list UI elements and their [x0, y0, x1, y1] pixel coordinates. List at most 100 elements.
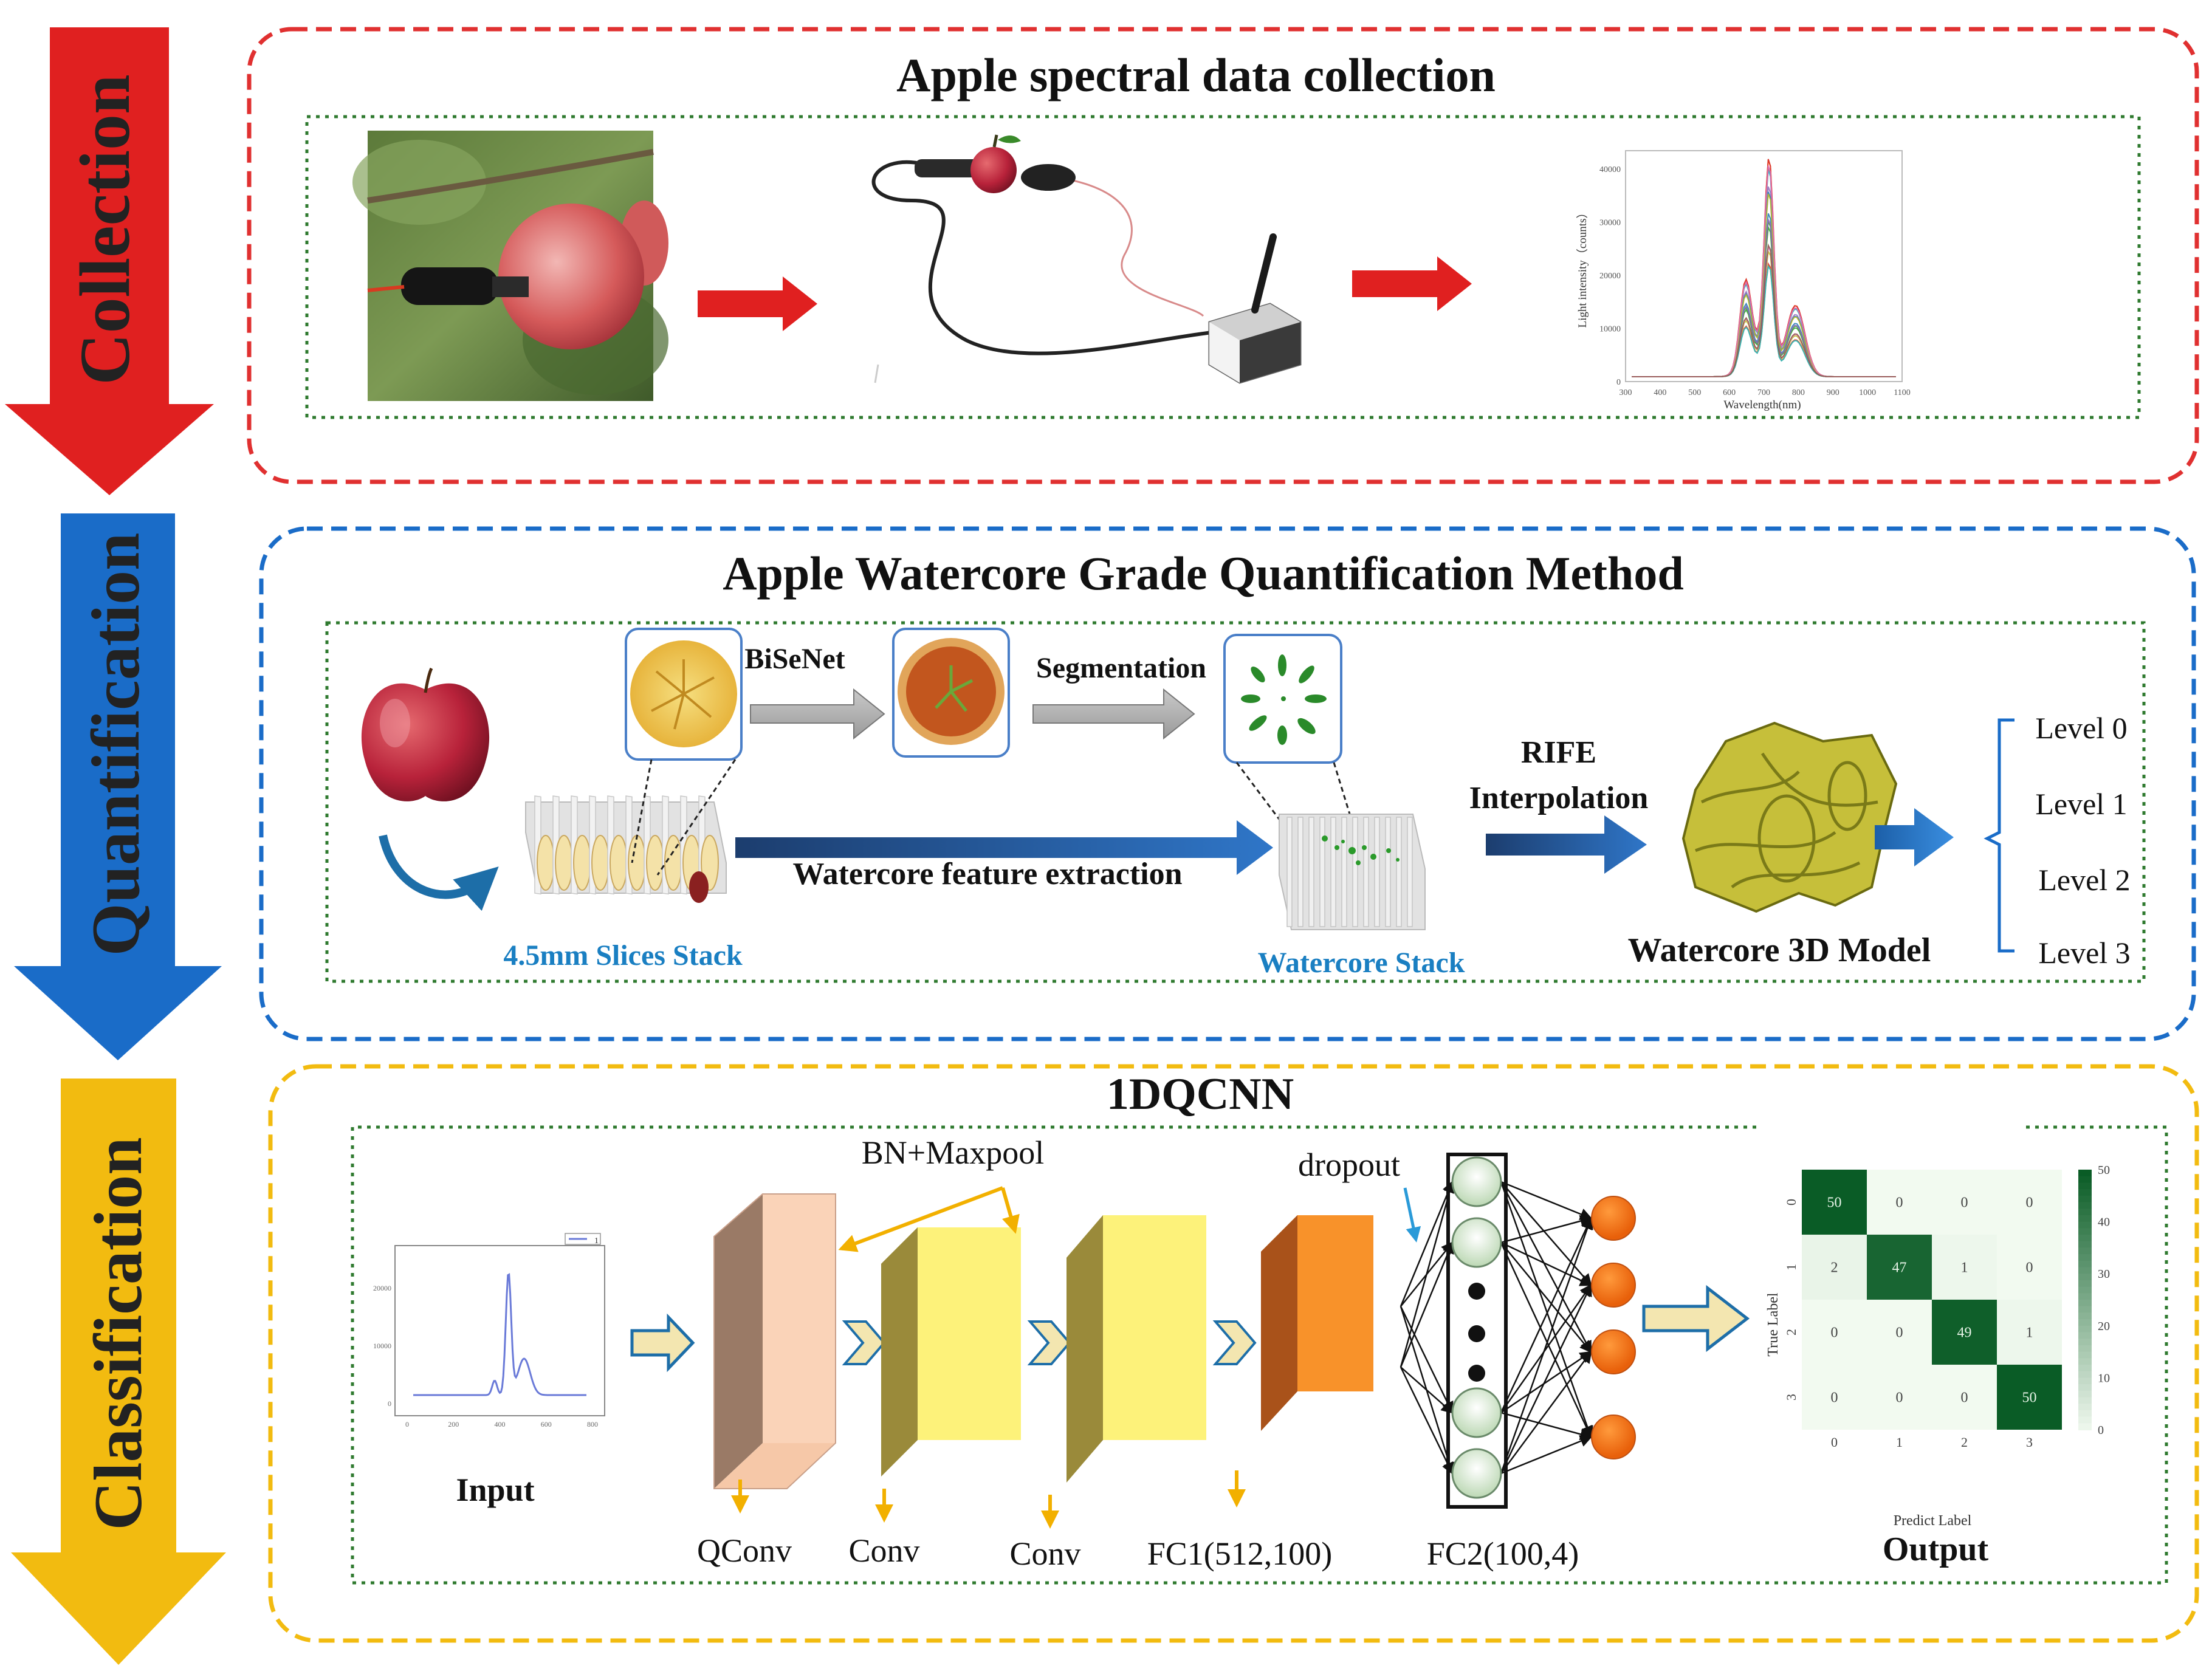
cm-cell	[1802, 1235, 1867, 1300]
slices-stack	[525, 795, 727, 903]
colorbar-tick: 10	[2098, 1371, 2110, 1385]
colorbar-tick: 50	[2098, 1164, 2110, 1177]
cm-value: 50	[2022, 1390, 2037, 1406]
colorbar-band	[2078, 1260, 2092, 1268]
apple-slice	[555, 835, 573, 891]
colorbar-tick: 30	[2098, 1267, 2110, 1281]
collection-stage-arrow: Collection	[5, 27, 214, 495]
watercore-plate	[1407, 817, 1413, 927]
fc2-network	[1400, 1153, 1636, 1509]
apple-slice	[610, 835, 628, 891]
colorbar-band	[2078, 1325, 2092, 1333]
orchard-apple-photo	[352, 131, 668, 401]
levels-brace	[1984, 718, 2014, 953]
bisenet-arrow	[750, 688, 885, 740]
layer-conv-1-label: Conv	[848, 1532, 919, 1569]
colorbar-band	[2078, 1371, 2092, 1379]
quantification-stage-arrow: Quantification	[14, 513, 222, 1060]
collection-arrow-1	[698, 276, 817, 331]
apple-slice	[646, 835, 664, 891]
input-arrow	[630, 1313, 695, 1373]
cm-col-label: 2	[1961, 1435, 1968, 1450]
colorbar-band	[2078, 1274, 2092, 1281]
spectrum-xtick: 700	[1757, 388, 1770, 397]
fc2-input-edge	[1400, 1306, 1454, 1415]
cm-cell	[1932, 1365, 1997, 1430]
watercore-plate	[1396, 817, 1402, 927]
level-1-label: Level 1	[2035, 787, 2127, 821]
level-3-label: Level 3	[2038, 936, 2130, 970]
cm-cell	[1802, 1170, 1867, 1235]
colorbar-band	[2078, 1170, 2092, 1177]
colorbar-tick: 40	[2098, 1216, 2110, 1229]
cm-row-label: 3	[1784, 1394, 1799, 1401]
cm-value: 0	[1961, 1390, 1968, 1406]
cm-col-label: 0	[1831, 1435, 1838, 1450]
input-ytick: 20000	[373, 1284, 391, 1292]
spectrum-xtick: 1100	[1894, 388, 1910, 397]
colorbar-band	[2078, 1390, 2092, 1398]
colorbar-band	[2078, 1358, 2092, 1365]
layer-qconv-label: QConv	[697, 1532, 792, 1569]
fc2-edge	[1500, 1216, 1593, 1474]
spectrum-ytick: 10000	[1599, 325, 1621, 334]
input-ytick: 10000	[373, 1342, 391, 1350]
fc2-edge	[1500, 1242, 1592, 1353]
level-0-label: Level 0	[2035, 711, 2127, 745]
collection-stage-label: Collection	[65, 74, 145, 385]
chevron-1	[842, 1320, 886, 1365]
layer-fc2-label: FC2(100,4)	[1427, 1535, 1579, 1572]
segmented-slice-image	[892, 628, 1010, 758]
fc2-edge	[1500, 1181, 1593, 1439]
spectrum-xtick: 600	[1723, 388, 1736, 397]
watercore-stack-label: Watercore Stack	[1258, 947, 1465, 979]
dropout-label: dropout	[1298, 1147, 1400, 1183]
output-node	[1591, 1196, 1636, 1241]
ellipsis-dot	[1468, 1283, 1485, 1300]
cm-value: 0	[2026, 1260, 2033, 1276]
spectrum-xtick: 900	[1827, 388, 1839, 397]
colorbar-band	[2078, 1254, 2092, 1261]
colorbar-band	[2078, 1306, 2092, 1314]
colorbar-band	[2078, 1235, 2092, 1242]
watercore-plate	[1352, 817, 1358, 927]
apple-slice-image	[625, 628, 743, 761]
fc1-block	[1261, 1215, 1373, 1431]
cm-row-label: 0	[1784, 1199, 1799, 1205]
whole-apple	[361, 667, 490, 801]
spectrum-xtick: 500	[1688, 388, 1701, 397]
rife-label: RIFE	[1521, 735, 1596, 770]
spectrum-ytick: 0	[1616, 378, 1621, 387]
quantification-panel: Apple Watercore Grade Quantification Met…	[259, 526, 2196, 1041]
fc2-edge	[1500, 1216, 1592, 1413]
cm-value: 0	[1896, 1325, 1903, 1341]
fc2-edge	[1500, 1411, 1593, 1441]
conv-block-2	[1066, 1215, 1206, 1483]
output-node	[1591, 1329, 1636, 1374]
apple-slice	[628, 835, 646, 891]
cm-col-label: 1	[1896, 1435, 1903, 1450]
chevron-3	[1212, 1320, 1257, 1365]
model-to-levels-arrow	[1875, 808, 1954, 866]
input-plot-legend: 1	[594, 1236, 599, 1246]
colorbar-band	[2078, 1209, 2092, 1216]
slices-stack-label: 4.5mm Slices Stack	[503, 939, 743, 972]
apple-slice	[664, 835, 682, 891]
fc2-input-edge	[1400, 1180, 1454, 1307]
cm-value: 2	[1831, 1260, 1838, 1276]
colorbar-band	[2078, 1176, 2092, 1184]
spectrum-ylabel: Light intensity（counts）	[1576, 207, 1589, 328]
watercore-plate	[1363, 817, 1369, 927]
layer-fc1-label: FC1(512,100)	[1147, 1535, 1333, 1572]
colorbar-band	[2078, 1228, 2092, 1235]
colorbar-band	[2078, 1267, 2092, 1275]
chevron-2	[1027, 1320, 1071, 1365]
collection-arrow-2	[1352, 256, 1472, 311]
cm-cell	[1802, 1365, 1867, 1430]
cm-row-label: 1	[1784, 1264, 1799, 1271]
fc2-edge	[1500, 1283, 1592, 1474]
fc2-edge	[1500, 1241, 1593, 1286]
